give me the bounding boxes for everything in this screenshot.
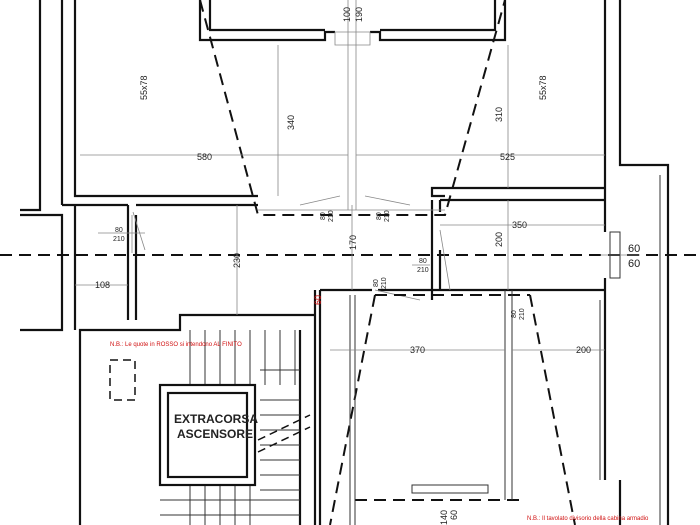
dim-140: 140 (439, 510, 449, 525)
dim-170: 170 (348, 235, 358, 250)
dim-108: 108 (95, 280, 110, 290)
dim-310: 310 (494, 107, 504, 122)
stairwell (78, 290, 322, 525)
top-room-doors (258, 195, 445, 211)
dim-230: 230 (232, 253, 242, 268)
dim-60-red: 60 (313, 295, 323, 305)
elevator-label-line2: ASCENSORE (177, 427, 253, 441)
door-left-w: 80 (115, 227, 123, 234)
door-top-left-w: 80 (320, 212, 327, 220)
dim-350: 350 (512, 220, 527, 230)
box-right: 55x78 (538, 75, 548, 100)
door-top-right-h: 210 (384, 210, 391, 222)
dimension-labels: 100 190 55x78 55x78 340 310 580 525 80 2… (95, 7, 640, 525)
dim-60-top: 60 (628, 243, 640, 255)
red-note-stairs: N.B.: Le quote in ROSSO si intendono AL … (110, 342, 242, 348)
dim-370: 370 (410, 345, 425, 355)
top-room-dashed-outline (199, 0, 506, 216)
dim-200-low: 200 (576, 345, 591, 355)
dim-60-bottom: 60 (628, 258, 640, 270)
door-low-w: 80 (373, 279, 380, 287)
dim-100: 100 (342, 7, 352, 22)
dim-340: 340 (286, 115, 296, 130)
dim-190: 190 (354, 7, 364, 22)
door-right-w: 80 (511, 310, 518, 318)
door-top-left-h: 210 (328, 210, 335, 222)
dim-60-bottom-low: 60 (449, 510, 459, 520)
box-left: 55x78 (139, 75, 149, 100)
door-top-right-w: 80 (376, 212, 383, 220)
door-left-h: 210 (113, 236, 125, 243)
dim-200-right: 200 (494, 232, 504, 247)
door-right-h: 210 (519, 308, 526, 320)
corridor-wall (126, 205, 605, 320)
dim-525: 525 (500, 152, 515, 162)
right-walls (430, 0, 670, 525)
lower-room-walls (349, 290, 601, 525)
door-center-h: 210 (417, 267, 429, 274)
left-walls (20, 0, 605, 332)
top-cabinet (198, 0, 507, 210)
lower-room-dashed-outline (329, 294, 576, 525)
door-swing-left (131, 211, 146, 253)
dim-580: 580 (197, 152, 212, 162)
door-low-h: 210 (381, 277, 388, 289)
dimension-lines (75, 45, 640, 351)
door-center-w: 80 (419, 258, 427, 265)
red-note-bottom: N.B.: Il tavolato divisorio della cabina… (527, 516, 649, 522)
elevator-label-line1: EXTRACORSA (174, 412, 258, 426)
